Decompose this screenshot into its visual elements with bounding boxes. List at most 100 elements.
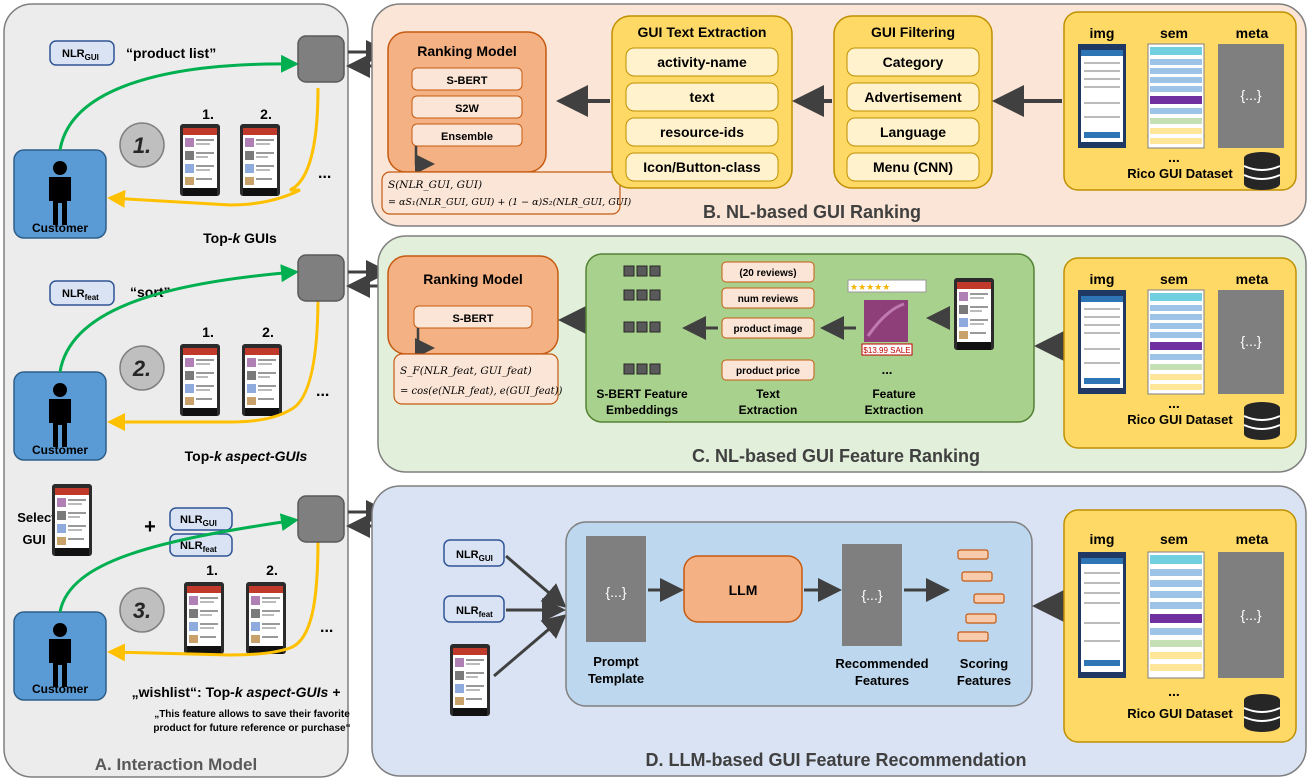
dataset-meta-placeholder: {...} xyxy=(1240,607,1261,623)
green-arrow-2 xyxy=(58,264,299,373)
dataset-ellipsis: ... xyxy=(1168,395,1180,411)
text-item-label: activity-name xyxy=(657,54,747,70)
llm-box xyxy=(683,555,803,623)
formula-c-line-1: S_F(NLR_feat, GUI_feat) xyxy=(400,365,532,377)
model-s2w xyxy=(411,95,523,119)
wishlist-quote-1: „This feature allows to save their favor… xyxy=(154,709,350,720)
prompt-template-box xyxy=(586,536,646,642)
text-item xyxy=(625,47,779,77)
d-input-nlr-feat xyxy=(443,595,505,623)
ranking-output-arrow xyxy=(414,146,435,174)
recommended-features-placeholder: {...} xyxy=(861,587,882,603)
ellipsis: ... xyxy=(316,383,329,400)
plus-sign: + xyxy=(144,516,156,538)
dataset-caption: Rico GUI Dataset xyxy=(1127,412,1233,427)
dataset-header-img: img xyxy=(1090,271,1115,287)
filter-item-label: Menu (CNN) xyxy=(873,159,953,175)
flow-arrow xyxy=(505,554,567,608)
panel-b-title: B. NL-based GUI Ranking xyxy=(703,202,921,222)
model-ensemble-label: Ensemble xyxy=(441,131,493,143)
model-c-s-bert-label: S-BERT xyxy=(453,313,494,325)
panel-a-title: A. Interaction Model xyxy=(95,755,257,774)
step-2-label: 2. xyxy=(132,356,151,381)
rank-2-label: 2. xyxy=(262,324,274,340)
text-item xyxy=(625,117,779,147)
model-s2w-label: S2W xyxy=(455,103,479,115)
ranking-output-arrow xyxy=(415,328,435,358)
step-3-circle xyxy=(119,587,165,633)
yellow-arrow-2 xyxy=(107,295,320,431)
model-c-s-bert xyxy=(413,305,533,329)
d-input-nlr-gui-label: NLRGUI xyxy=(456,549,493,563)
prompt-template-label-2: Template xyxy=(588,671,644,686)
wishlist-caption: „wishlist“: Top-k aspect-GUIs + xyxy=(132,684,341,700)
dataset-header-sem: sem xyxy=(1160,25,1188,41)
ranking-model-b-title: Ranking Model xyxy=(417,43,517,59)
d-input-nlr-feat-label: NLRfeat xyxy=(456,605,493,619)
top-k-guis-caption: Top-k GUIs xyxy=(203,230,277,246)
gui-screenshot xyxy=(954,278,994,350)
nlr-gui-tag-3-label: NLRGUI xyxy=(180,514,217,528)
model-s-bert-label: S-BERT xyxy=(447,75,488,87)
recommended-features-box xyxy=(842,544,902,646)
nlr-feat-tag-label: NLRfeat xyxy=(62,288,99,302)
text-chip xyxy=(721,317,815,339)
rico-dataset-b: img sem meta {...} ... Rico GUI Dataset xyxy=(1063,11,1297,191)
feature-stars: ★★★★★ xyxy=(850,282,890,292)
dataset-caption: Rico GUI Dataset xyxy=(1127,166,1233,181)
dataset-header-sem: sem xyxy=(1160,531,1188,547)
filter-item-label: Language xyxy=(880,124,946,140)
dataset-header-img: img xyxy=(1090,531,1115,547)
filter-item-label: Category xyxy=(883,54,944,70)
ranking-model-c-title: Ranking Model xyxy=(423,271,523,287)
formula-box-c xyxy=(393,353,559,405)
filter-item xyxy=(846,152,980,182)
d-input-nlr-gui xyxy=(443,539,505,567)
nlr-gui-tag-label: NLRGUI xyxy=(62,48,99,62)
recommended-features-label-1: Recommended xyxy=(835,656,928,671)
rank-1-label: 1. xyxy=(202,324,214,340)
ellipsis: ... xyxy=(318,165,331,182)
top-k-aspect-guis-caption: Top-k aspect-GUIs xyxy=(185,448,308,464)
step-1-circle xyxy=(119,122,165,168)
dataset-caption: Rico GUI Dataset xyxy=(1127,706,1233,721)
dataset-header-meta: meta xyxy=(1236,531,1269,547)
step-1-label: 1. xyxy=(133,133,151,158)
dataset-ellipsis: ... xyxy=(1168,683,1180,699)
llm-label: LLM xyxy=(729,582,758,598)
customer-3-label: Customer xyxy=(32,682,88,696)
database-icon xyxy=(1243,151,1281,191)
gui-screenshot xyxy=(180,344,220,416)
wishlist-quote-2: product for future reference or purchase… xyxy=(153,723,350,734)
nlr-feat-tag xyxy=(49,280,115,306)
scoring-features-label-1: Scoring xyxy=(960,656,1008,671)
rico-dataset-c: img sem meta {...} ... Rico GUI Dataset xyxy=(1063,257,1297,449)
connector-box-1 xyxy=(297,35,345,83)
gui-screenshot xyxy=(240,124,280,196)
nlr-gui-tag xyxy=(49,40,115,66)
model-ensemble xyxy=(411,123,523,147)
gui-screenshot xyxy=(242,344,282,416)
formula-b-line-1: S(NLR_GUI, GUI) xyxy=(388,179,482,191)
scoring-features-label-2: Features xyxy=(957,673,1011,688)
selected-gui-screenshot xyxy=(52,484,92,556)
prompt-template-placeholder: {...} xyxy=(605,584,626,600)
text-extraction-title: GUI Text Extraction xyxy=(638,24,767,40)
filter-item-label: Advertisement xyxy=(864,89,962,105)
dataset-meta-placeholder: {...} xyxy=(1240,87,1261,103)
gui-screenshot xyxy=(180,124,220,196)
query-2-text: “sort” xyxy=(130,284,170,300)
feature-extraction-label-2: Extraction xyxy=(865,403,924,417)
green-arrow-1 xyxy=(58,54,299,151)
connector-box-2 xyxy=(297,254,345,302)
formula-b-line-2: = αS₁(NLR_GUI, GUI) + (1 − α)S₂(NLR_GUI,… xyxy=(388,197,632,208)
text-extraction-label-1: Text xyxy=(756,387,780,401)
dataset-header-meta: meta xyxy=(1236,25,1269,41)
feature-stars-box xyxy=(847,279,927,293)
text-item-label: resource-ids xyxy=(660,124,744,140)
rico-dataset-d: img sem meta {...} ... Rico GUI Dataset xyxy=(1063,509,1297,743)
filter-item xyxy=(846,82,980,112)
feature-price-tag xyxy=(861,343,913,356)
yellow-arrow-1 xyxy=(107,87,320,208)
